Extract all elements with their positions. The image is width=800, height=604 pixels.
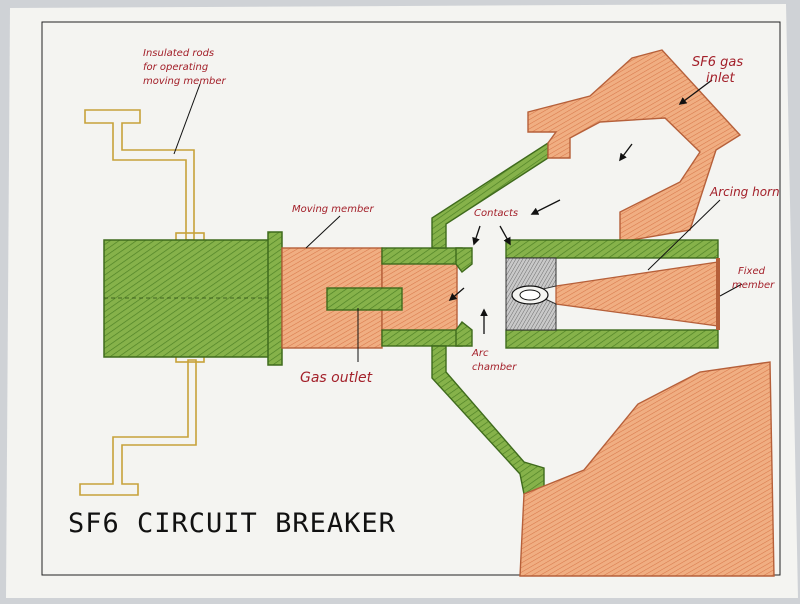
gas-flow-arrow-inner bbox=[448, 287, 465, 302]
flow-arrow-1 bbox=[619, 143, 633, 162]
diagram-title: SF6 CIRCUIT BREAKER bbox=[68, 508, 396, 539]
contacts-arrow-right bbox=[499, 225, 511, 246]
label-gas-outlet: Gas outlet bbox=[300, 370, 373, 386]
inlet-arrow bbox=[678, 79, 713, 105]
label-insulated-rods-3: moving member bbox=[143, 76, 227, 87]
drawing-border bbox=[41, 21, 781, 576]
label-fixed-member-1: Fixed bbox=[738, 266, 766, 277]
leader-lines bbox=[173, 83, 743, 362]
contacts-arrow-left bbox=[472, 225, 481, 246]
lower-insulated-rod bbox=[79, 359, 197, 496]
label-fixed-member-2: member bbox=[732, 280, 775, 291]
fixed-member-endplate bbox=[716, 258, 720, 330]
leader-insulated-rods bbox=[173, 83, 201, 155]
moving-contact-nozzle bbox=[381, 247, 473, 347]
flow-arrows bbox=[448, 79, 713, 334]
contact-tip-upper bbox=[455, 247, 473, 273]
leader-moving-member bbox=[305, 215, 341, 249]
label-arcing-horn: Arcing horn bbox=[709, 185, 780, 199]
fixed-tube-upper bbox=[505, 239, 719, 259]
nozzle-upper bbox=[381, 247, 463, 265]
lower-housing bbox=[519, 361, 775, 577]
cylinder-flange bbox=[267, 231, 283, 366]
green-cylinder bbox=[103, 231, 283, 366]
flow-arrow-2 bbox=[530, 199, 561, 215]
label-arc-2: chamber bbox=[472, 362, 517, 373]
fixed-contact-pin bbox=[519, 289, 541, 301]
leader-fixed-member bbox=[719, 283, 743, 297]
nozzle-lower bbox=[381, 329, 463, 347]
label-sf6-inlet-2: inlet bbox=[706, 71, 735, 86]
label-contacts: Contacts bbox=[474, 208, 518, 219]
labels: Insulated rods for operating moving memb… bbox=[143, 48, 780, 386]
lower-gas-duct bbox=[431, 345, 545, 495]
arc-region bbox=[505, 257, 557, 331]
label-arc-1: Arc bbox=[471, 348, 489, 359]
label-moving-member: Moving member bbox=[292, 204, 374, 215]
gas-outlet-channel bbox=[326, 287, 403, 311]
label-sf6-inlet-1: SF6 gas bbox=[692, 55, 743, 70]
contact-tip-lower bbox=[455, 321, 473, 347]
label-insulated-rods-2: for operating bbox=[143, 62, 208, 73]
fixed-tube-lower bbox=[505, 329, 719, 349]
label-insulated-rods-1: Insulated rods bbox=[143, 48, 214, 59]
moving-member-body bbox=[281, 247, 458, 349]
leader-arcing-horn bbox=[647, 199, 721, 271]
